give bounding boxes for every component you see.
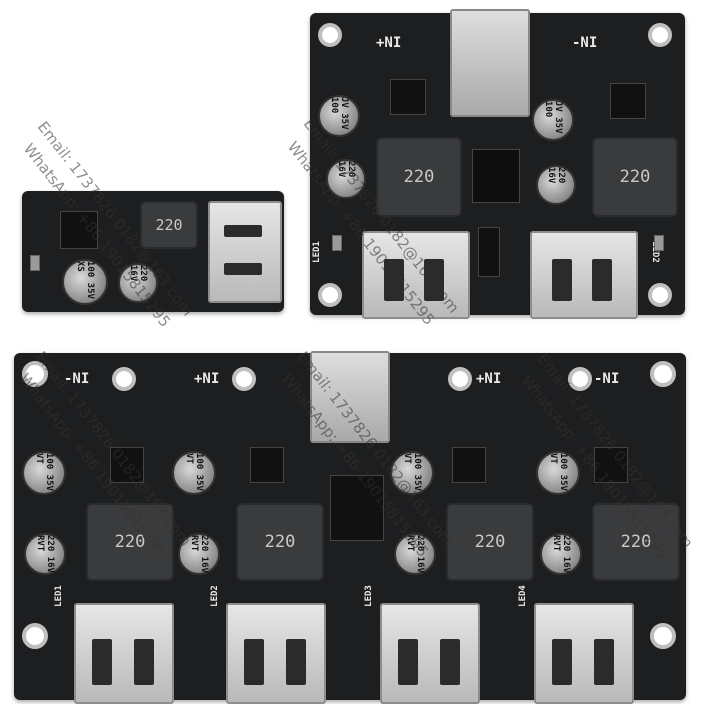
capacitor: JV 35V 100 [318, 95, 360, 137]
label-minus-ni: -NI [594, 371, 620, 387]
mount-hole [318, 283, 342, 307]
led4-label: LED4 [517, 585, 528, 607]
label-minus-ni: -NI [64, 371, 90, 387]
label-minus-ni: -NI [572, 35, 598, 51]
inductor: 220 [446, 503, 534, 581]
usb-a-port-4 [534, 603, 634, 704]
capacitor: 100 35V VT [22, 451, 66, 495]
label-plus-ni: +NI [194, 371, 220, 387]
usb-c-port [310, 351, 390, 443]
mount-hole [22, 623, 48, 649]
inductor-label: 220 [403, 167, 435, 187]
mount-hole [318, 23, 342, 47]
ic-chip [60, 211, 98, 249]
usb-a-port-left [362, 231, 470, 319]
inductor: 220 [86, 503, 174, 581]
inductor-label: 220 [155, 216, 183, 234]
bottom-pcb-board: -NI +NI +NI -NI 100 35V VT 100 35V VT 10… [14, 351, 686, 704]
inductor: 220 [592, 503, 680, 581]
led3-label: LED3 [363, 585, 374, 607]
led [332, 235, 342, 251]
capacitor: 220 16V [536, 165, 576, 205]
led1-label: LED1 [311, 241, 322, 263]
mount-hole [648, 23, 672, 47]
top-right-pcb-board: +NI -NI JV 35V 100 220 16V JV 35V 100 22… [310, 9, 685, 319]
capacitor-small: 220 16V [118, 263, 158, 303]
mount-hole [568, 367, 592, 391]
inductor-label: 220 [114, 532, 146, 552]
capacitor: JV 35V 100 [532, 99, 574, 141]
usb-a-port [208, 201, 282, 303]
mount-hole [448, 367, 472, 391]
capacitor: 220 16V RVT [540, 533, 582, 575]
center-chip [472, 149, 520, 203]
usb-a-port-1 [74, 603, 174, 704]
small-pcb-board: 220 100 35V XS 220 16V [22, 191, 284, 312]
capacitor: 220 16V RVT [394, 533, 436, 575]
usb-a-port-3 [380, 603, 480, 704]
ic-chip [110, 447, 144, 483]
inductor: 220 [376, 137, 462, 217]
capacitor: 100 35V VT [172, 451, 216, 495]
center-chip [478, 227, 500, 277]
led [654, 235, 664, 251]
center-chip [330, 475, 384, 541]
ic-chip [452, 447, 486, 483]
capacitor: 220 16V RVT [24, 533, 66, 575]
capacitor-large: 100 35V XS [62, 259, 108, 305]
mount-hole [232, 367, 256, 391]
mount-hole [650, 623, 676, 649]
inductor-label: 220 [264, 532, 296, 552]
ic-chip [594, 447, 628, 483]
capacitor-label: 100 35V XS [75, 261, 95, 299]
label-plus-ni: +NI [476, 371, 502, 387]
mount-hole [22, 361, 48, 387]
led2-label: LED2 [209, 585, 220, 607]
usb-a-port-right [530, 231, 638, 319]
led1-label: LED1 [53, 585, 64, 607]
mount-hole [650, 361, 676, 387]
inductor-label: 220 [620, 532, 652, 552]
mount-hole [648, 283, 672, 307]
capacitor: 220 16V RVT [178, 533, 220, 575]
label-plus-ni: +NI [376, 35, 402, 51]
inductor-label: 220 [619, 167, 651, 187]
usb-c-port [450, 9, 530, 117]
inductor-label: 220 [474, 532, 506, 552]
capacitor: 100 35V VT [390, 451, 434, 495]
inductor: 220 [140, 201, 198, 249]
ic-chip [390, 79, 426, 115]
led [30, 255, 40, 271]
inductor: 220 [236, 503, 324, 581]
ic-chip [250, 447, 284, 483]
inductor: 220 [592, 137, 678, 217]
mount-hole [112, 367, 136, 391]
ic-chip [610, 83, 646, 119]
capacitor: 100 35V VT [536, 451, 580, 495]
capacitor: 220 16V [326, 159, 366, 199]
usb-a-port-2 [226, 603, 326, 704]
